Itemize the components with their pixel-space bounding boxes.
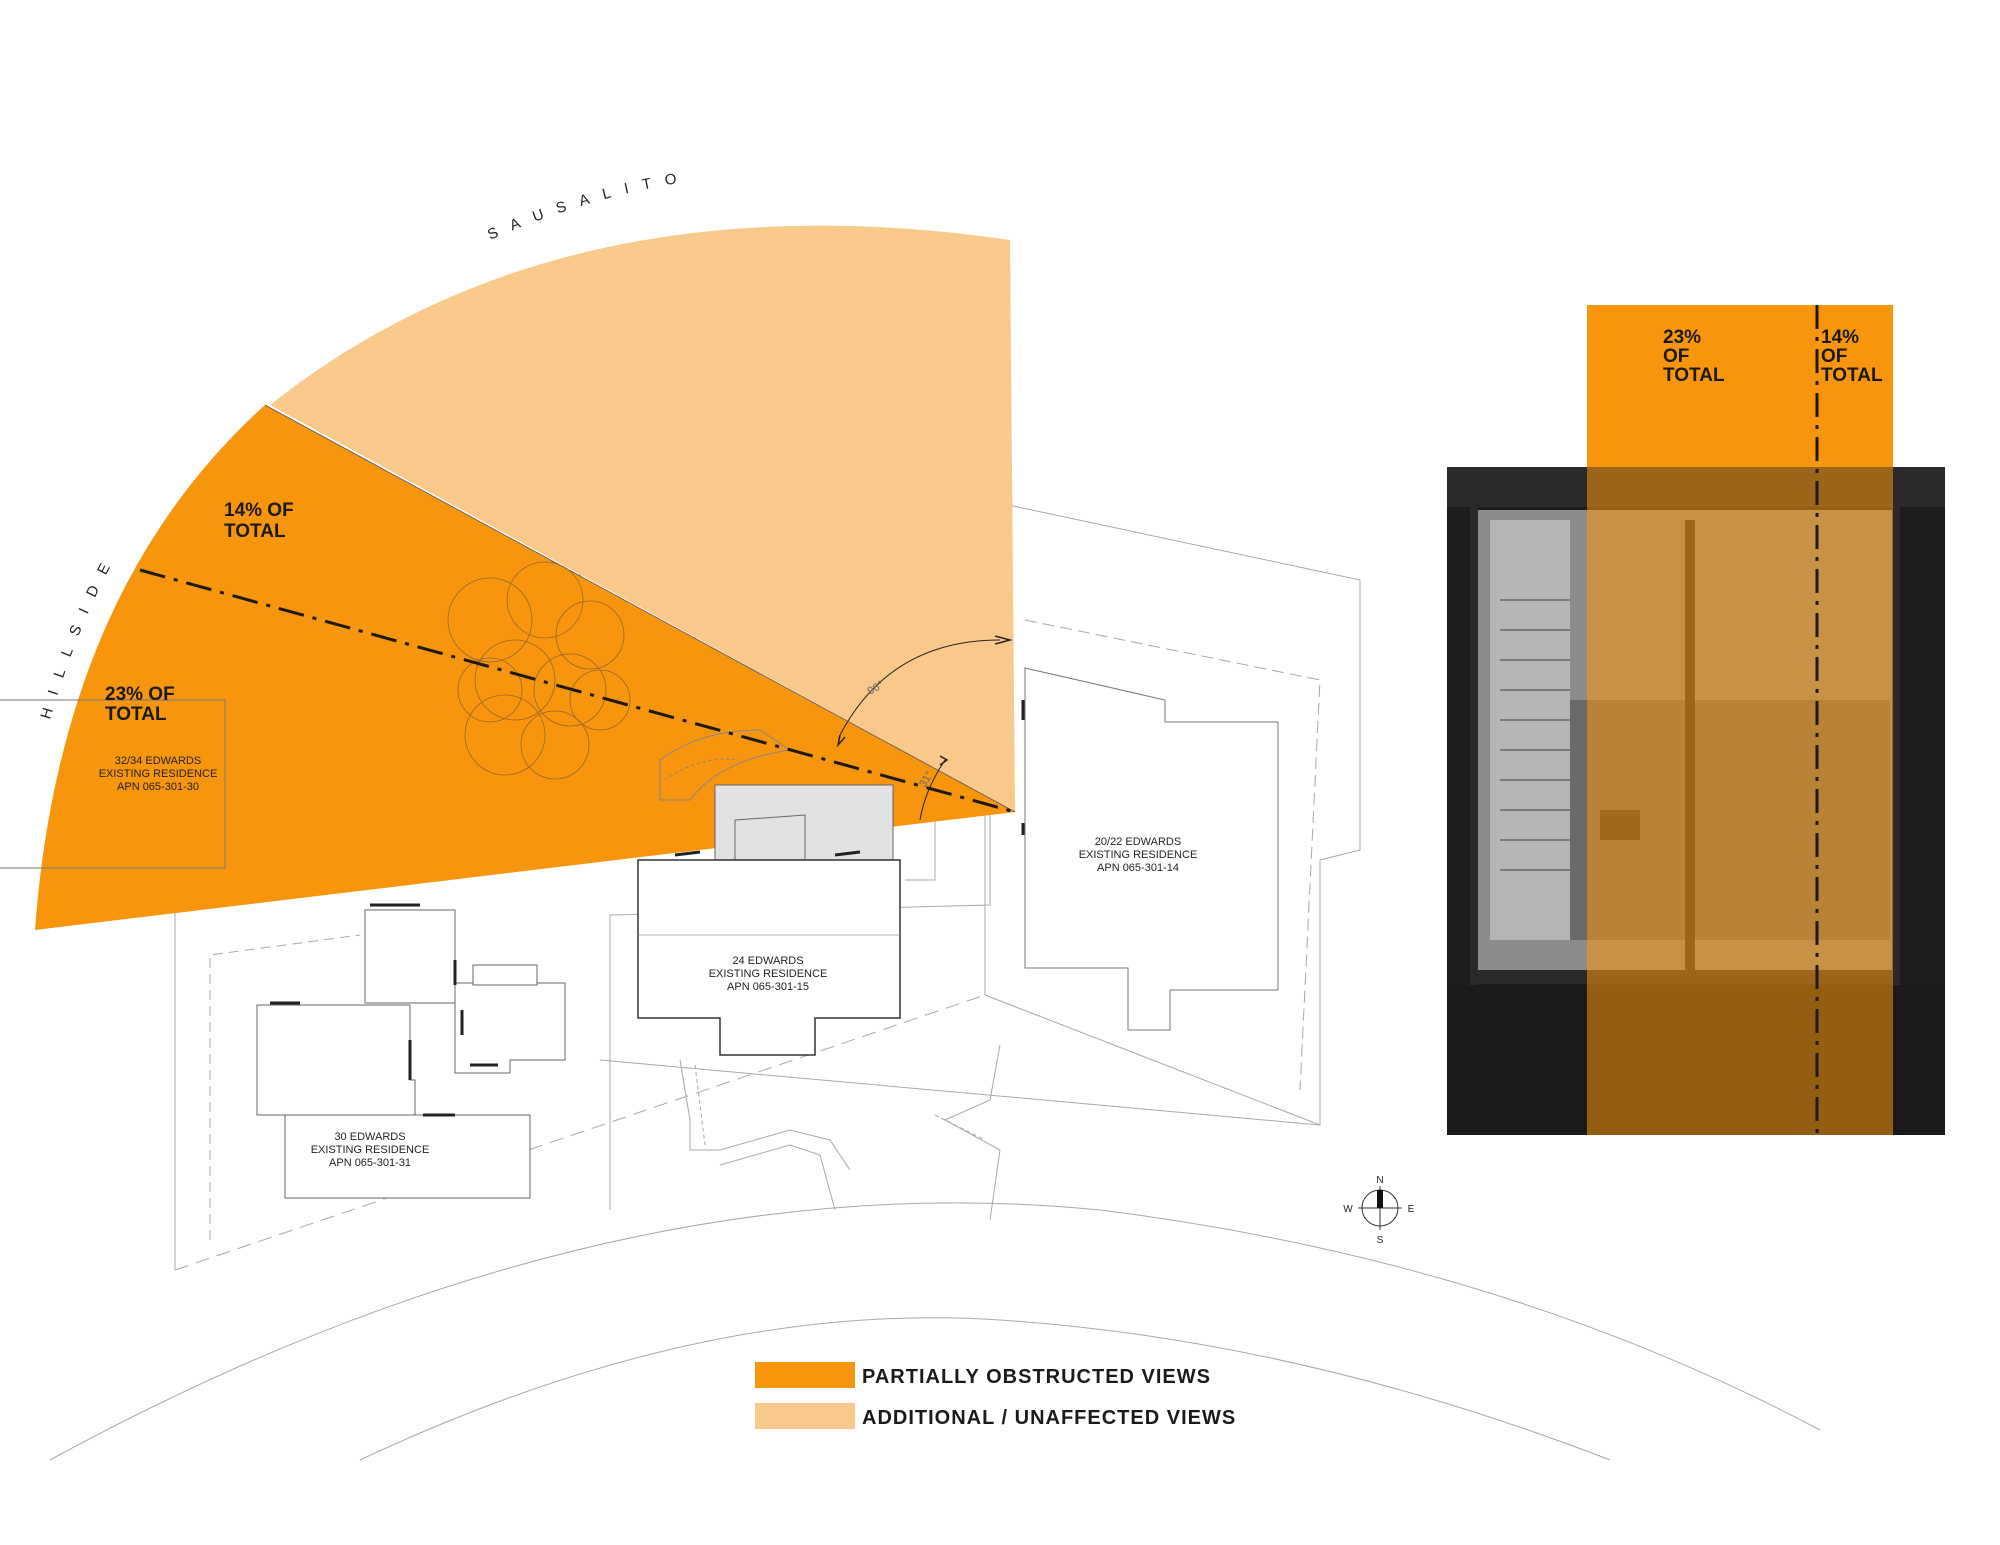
- wedge-divider-line: [264, 404, 1016, 813]
- bld-24-line3: APN 065-301-15: [727, 981, 809, 993]
- bld-24-line1: 24 EDWARDS: [732, 955, 803, 967]
- photo-pct-14-line1: 14%: [1821, 327, 1859, 348]
- photo-pct-23-line3: TOTAL: [1663, 365, 1725, 386]
- tree-canopy: [447, 561, 631, 780]
- overlay-top-solid: [1587, 305, 1893, 467]
- building-20-22-edwards: [1021, 667, 1279, 1031]
- angle-dimensions: [836, 635, 1013, 821]
- bld-32-line2: EXISTING RESIDENCE: [99, 768, 218, 780]
- legend-swatch-obstructed: [755, 1362, 855, 1388]
- compass-e: E: [1408, 1204, 1415, 1215]
- bld-20-line1: 20/22 EDWARDS: [1095, 836, 1181, 848]
- bld-24-line2: EXISTING RESIDENCE: [709, 968, 828, 980]
- pct-23-line2: TOTAL: [105, 704, 167, 725]
- pct-23-line1: 23% OF: [105, 684, 175, 705]
- legend: PARTIALLY OBSTRUCTED VIEWS ADDITIONAL / …: [755, 1362, 1236, 1429]
- unaffected-view-wedge: [270, 225, 1015, 812]
- bld-30-line2: EXISTING RESIDENCE: [311, 1144, 430, 1156]
- legend-label-unaffected: ADDITIONAL / UNAFFECTED VIEWS: [862, 1407, 1236, 1429]
- legend-swatch-unaffected: [755, 1403, 855, 1429]
- north-arrow-icon: [1358, 1186, 1402, 1230]
- bld-20-line3: APN 065-301-14: [1097, 862, 1179, 874]
- bld-32-line1: 32/34 EDWARDS: [115, 755, 201, 767]
- photo-pct-14-line3: TOTAL: [1821, 365, 1883, 386]
- arc-label-sausalito-text: SAUSALITO: [485, 168, 678, 243]
- bld-30-line3: APN 065-301-31: [329, 1157, 411, 1169]
- photo-pct-23-line1: 23%: [1663, 327, 1701, 348]
- legend-label-obstructed: PARTIALLY OBSTRUCTED VIEWS: [862, 1366, 1211, 1388]
- compass-s: S: [1377, 1235, 1384, 1246]
- pct-14-line2: TOTAL: [224, 521, 286, 542]
- center-sightline: [139, 568, 1016, 814]
- building-30-edwards: [256, 903, 566, 1199]
- building-32-34-edwards: [0, 699, 226, 869]
- bld-30-line1: 30 EDWARDS: [334, 1131, 405, 1143]
- compass-w: W: [1343, 1204, 1353, 1215]
- arc-label-sausalito: SAUSALITO: [485, 168, 692, 243]
- pct-14-line1: 14% OF: [224, 500, 294, 521]
- building-24-edwards: [637, 729, 901, 1056]
- bld-32-line3: APN 065-301-30: [117, 781, 199, 793]
- photo-pct-23-line2: OF: [1663, 346, 1689, 367]
- photo-pct-14-line2: OF: [1821, 346, 1847, 367]
- bld-20-line2: EXISTING RESIDENCE: [1079, 849, 1198, 861]
- compass-n: N: [1376, 1175, 1383, 1186]
